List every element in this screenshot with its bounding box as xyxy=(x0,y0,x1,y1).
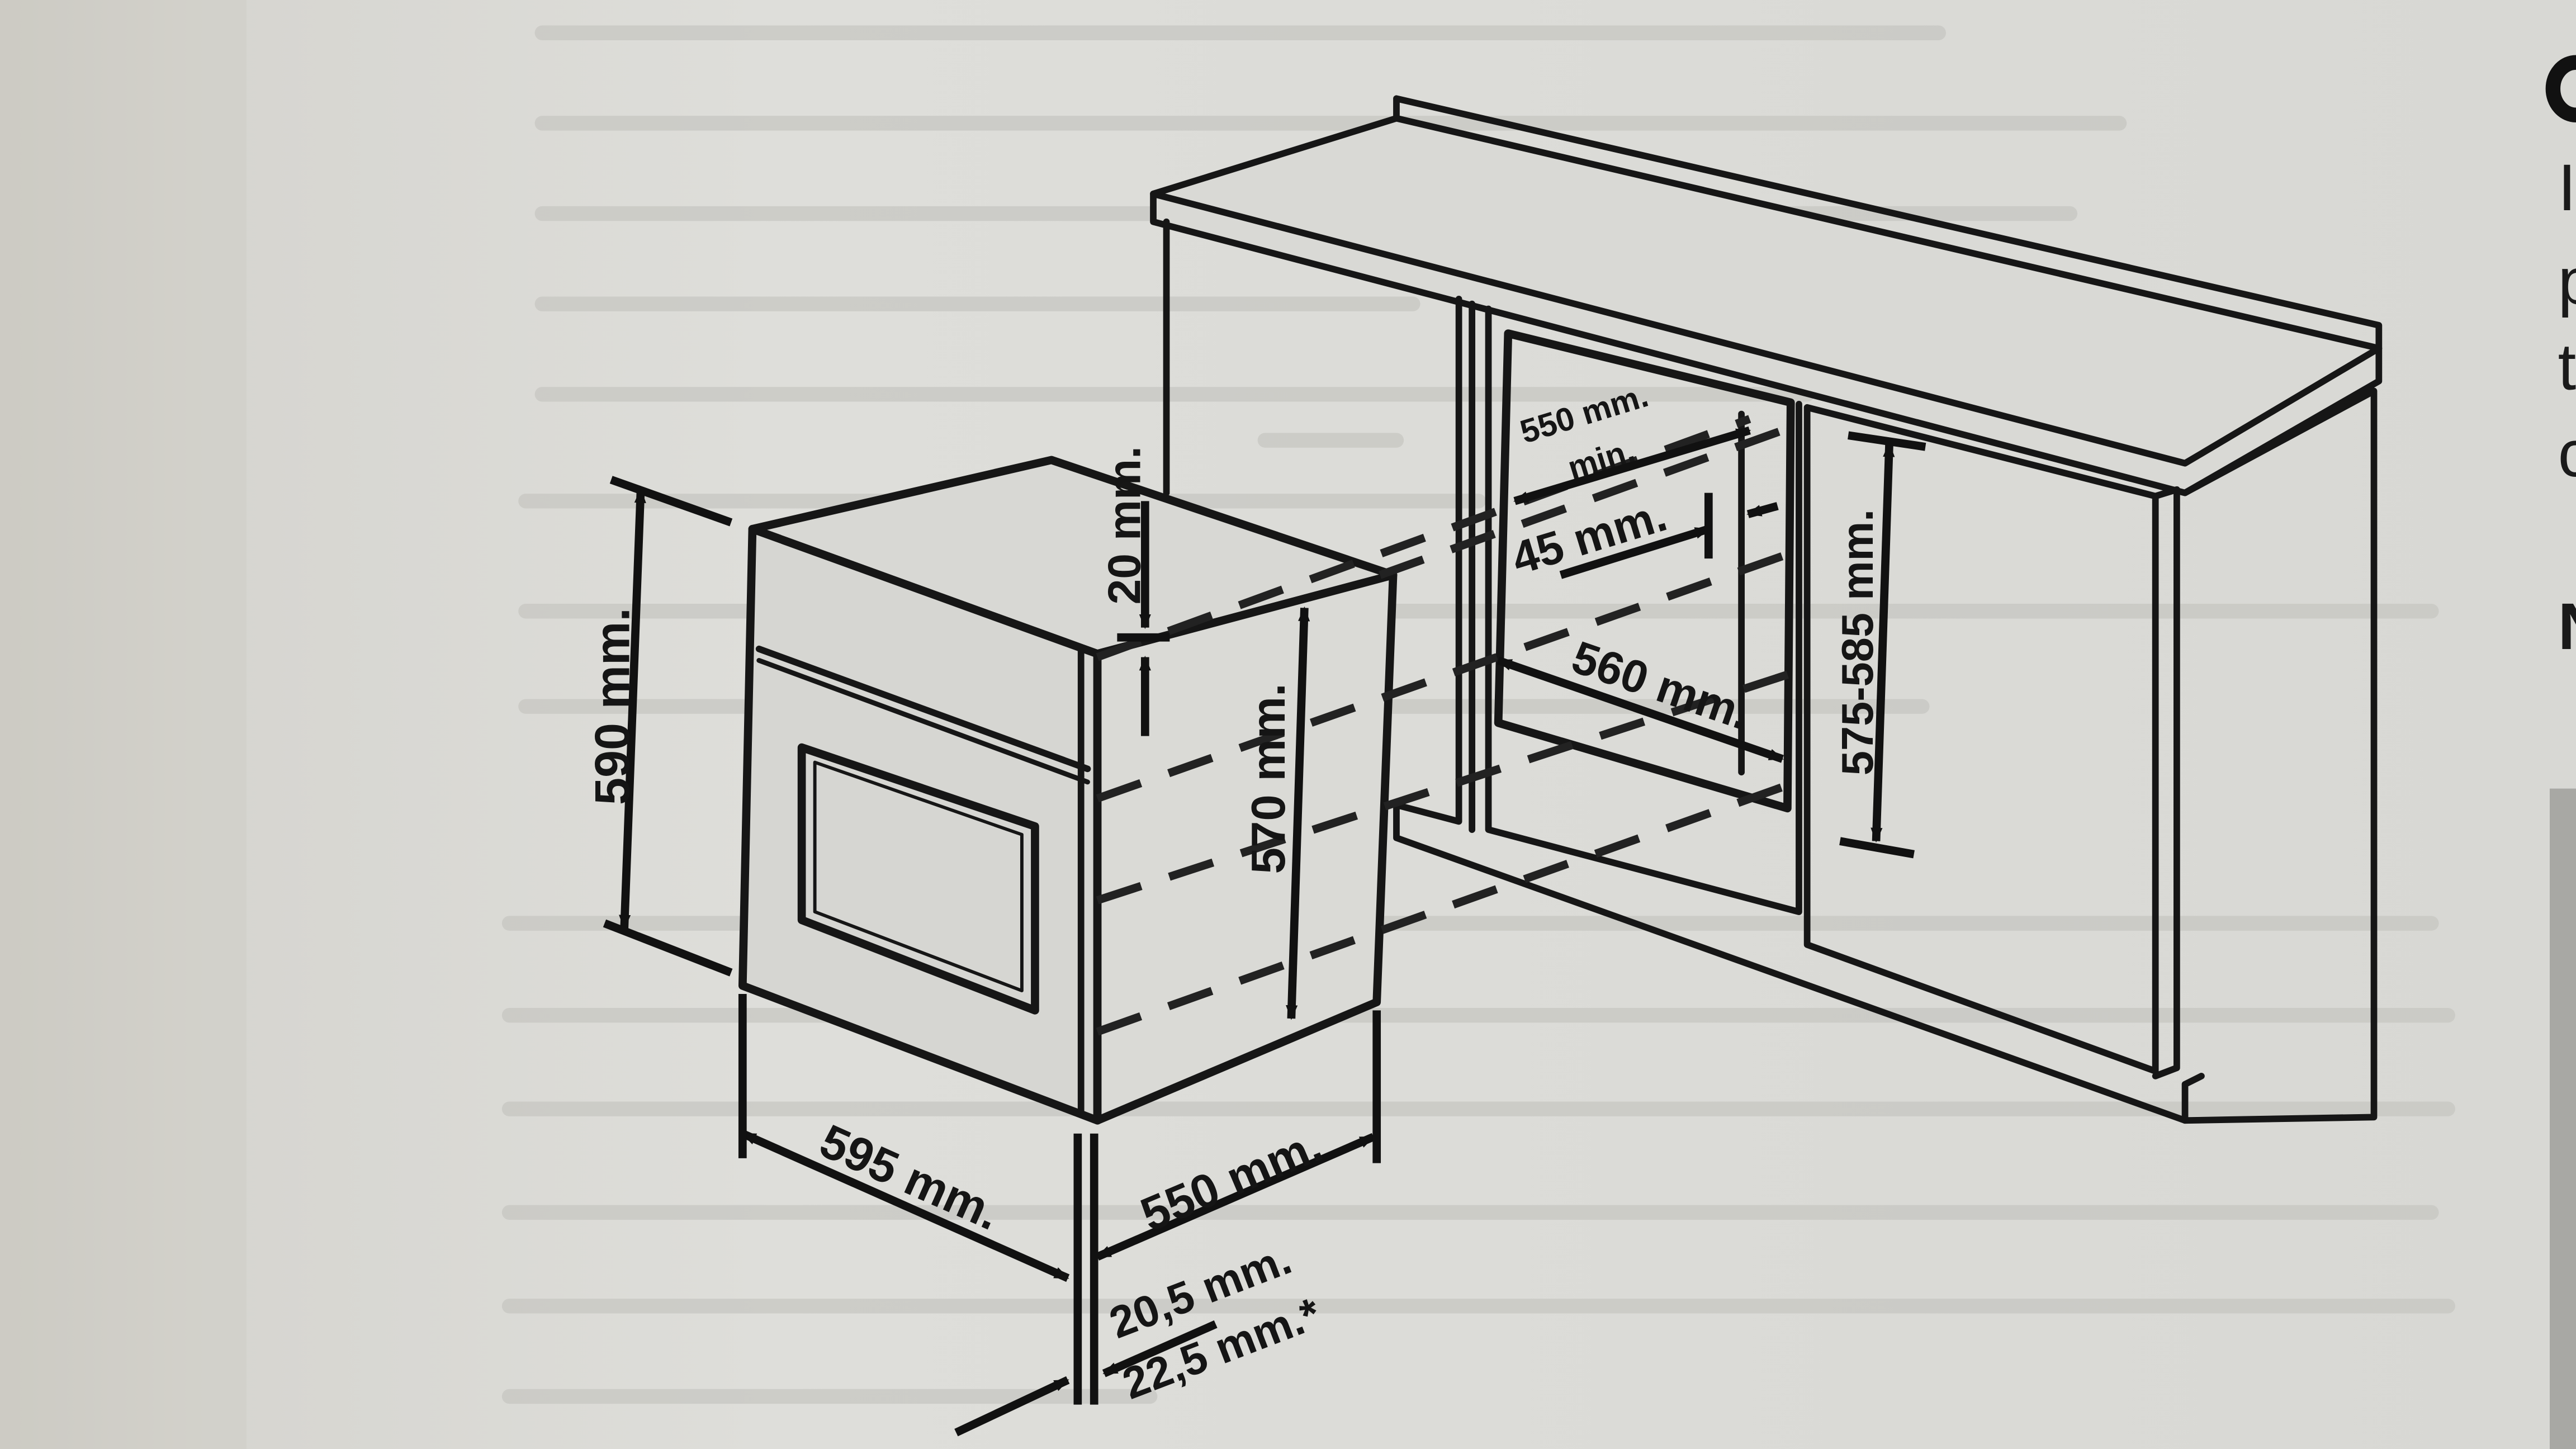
cabinet-left-panel xyxy=(1163,218,1462,825)
right-cupboard-side xyxy=(2152,486,2180,1079)
right-edge-text: I p t c N xyxy=(2545,55,2576,1449)
dim-45-arrow xyxy=(1559,525,1710,579)
page-binding-shadow xyxy=(0,0,247,1449)
right-edge-line-1: I xyxy=(2558,151,2576,224)
dim-door-arrow-a xyxy=(954,1376,1070,1437)
oven-niche xyxy=(1494,329,1795,813)
dim-575-585-line xyxy=(1871,442,1895,843)
cabinet-oven-frame xyxy=(1469,300,1802,915)
oven-door-edge xyxy=(1077,644,1101,1124)
right-edge-heading-fragment xyxy=(2545,55,2576,122)
dim-45-arrow-right xyxy=(1746,502,1779,518)
right-edge-line-2: p xyxy=(2558,245,2576,318)
dimension-lines xyxy=(603,426,1926,1437)
dim-door-arrow-b xyxy=(1102,1320,1218,1377)
label-body-height: 570 mm. xyxy=(1242,683,1295,874)
right-edge-line-4: c xyxy=(2558,417,2576,490)
oven-window xyxy=(797,743,1039,1015)
dim-550-depth-line xyxy=(1096,1133,1375,1261)
dim-570-line xyxy=(1286,606,1310,1020)
dim-590-line xyxy=(619,488,646,930)
cabinet-right-end xyxy=(2181,387,2378,1124)
label-oven-height: 590 mm. xyxy=(585,608,640,805)
dim-595-line xyxy=(741,1130,1070,1282)
dim-550-min-line xyxy=(1513,426,1751,505)
right-cupboard-door xyxy=(1803,404,2159,1074)
oven-control-panel xyxy=(755,645,1091,773)
oven-window-inner xyxy=(813,760,1024,993)
label-top-offset: 20 mm. xyxy=(1100,446,1150,605)
cabinet-plinth xyxy=(1393,802,2205,1124)
right-edge-heading: N xyxy=(2558,590,2576,663)
right-edge-line-3: t xyxy=(2558,330,2576,403)
dim-560-line xyxy=(1497,656,1784,763)
right-edge-grey-bar xyxy=(2549,788,2576,1449)
label-opening-height: 575-585 mm. xyxy=(1832,509,1882,775)
worktop-splashback xyxy=(1393,95,2383,352)
worktop-front-edge xyxy=(1150,190,2383,467)
oven-control-strip xyxy=(756,657,1090,785)
